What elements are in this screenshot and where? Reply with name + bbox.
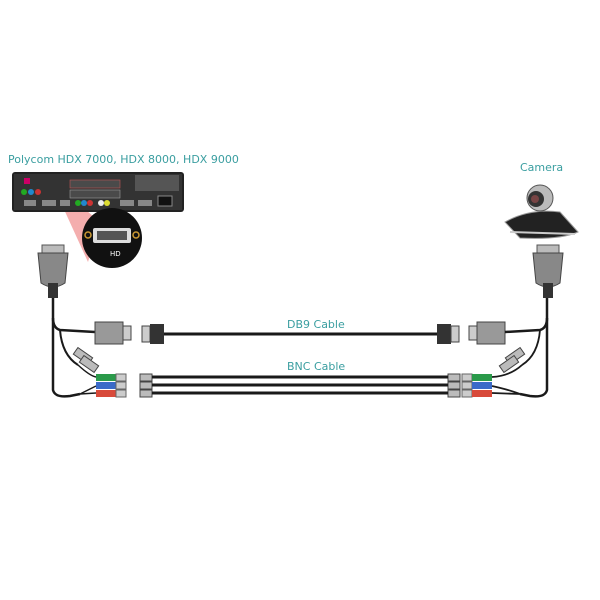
bnc-cable-label: BNC Cable xyxy=(287,360,346,373)
db9-cable-label: DB9 Cable xyxy=(287,318,345,331)
left-camera-connector xyxy=(37,244,69,298)
host-device-label: Polycom HDX 7000, HDX 8000, HDX 9000 xyxy=(8,153,239,166)
dvi-port-zoom xyxy=(82,208,142,268)
left-db9-adapter xyxy=(94,321,132,345)
camera-label: Camera xyxy=(520,161,564,174)
right-camera-connector xyxy=(532,244,564,298)
bnc-cables xyxy=(139,373,461,398)
right-bnc-jacks xyxy=(461,346,526,398)
port-mark: HD xyxy=(110,250,121,258)
camera-device xyxy=(504,184,579,239)
polycom-hdx-device xyxy=(12,172,184,212)
db9-cable xyxy=(141,324,460,344)
left-bnc-jacks xyxy=(72,346,127,398)
right-db9-adapter xyxy=(468,321,506,345)
